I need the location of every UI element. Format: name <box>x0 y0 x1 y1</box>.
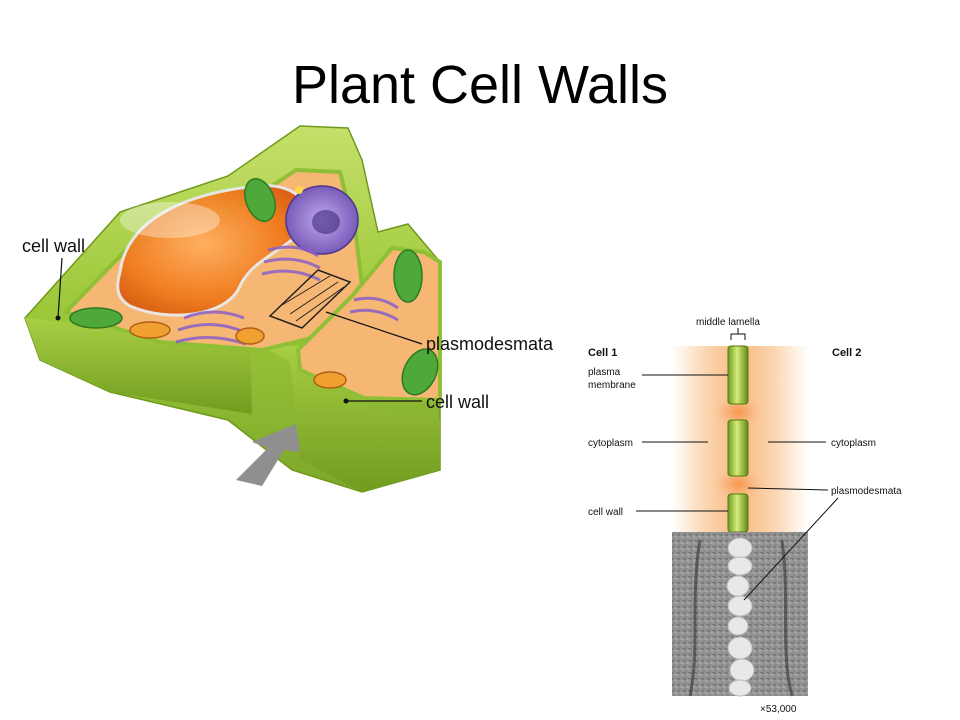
label-cell-2: Cell 2 <box>832 347 861 359</box>
label-plasmodesmata: plasmodesmata <box>426 334 554 354</box>
label-magnification: ×53,000 <box>760 704 797 715</box>
electron-micrograph <box>672 532 808 697</box>
plant-cell-illustration <box>24 125 442 493</box>
plasmodesmata-region <box>268 269 352 329</box>
label-plasmodesmata-right: plasmodesmata <box>831 486 902 497</box>
label-membrane: membrane <box>588 380 636 391</box>
label-cell-wall-right: cell wall <box>588 507 623 518</box>
label-cell-wall-bottom: cell wall <box>426 392 489 412</box>
label-cell-1: Cell 1 <box>588 347 617 359</box>
label-cytoplasm-left: cytoplasm <box>588 438 633 449</box>
plasmodesmata-cross-section <box>672 328 808 697</box>
label-cell-wall-top: cell wall <box>22 236 85 256</box>
left-labels: cell wall plasmodesmata cell wall <box>22 236 554 412</box>
label-cytoplasm-right: cytoplasm <box>831 438 876 449</box>
slide-title: Plant Cell Walls <box>291 55 669 115</box>
chloroplast-group <box>69 178 439 396</box>
right-labels: middle lamella Cell 1 Cell 2 plasma memb… <box>588 317 902 715</box>
label-middle-lamella: middle lamella <box>696 317 760 328</box>
label-plasma: plasma <box>588 367 621 378</box>
